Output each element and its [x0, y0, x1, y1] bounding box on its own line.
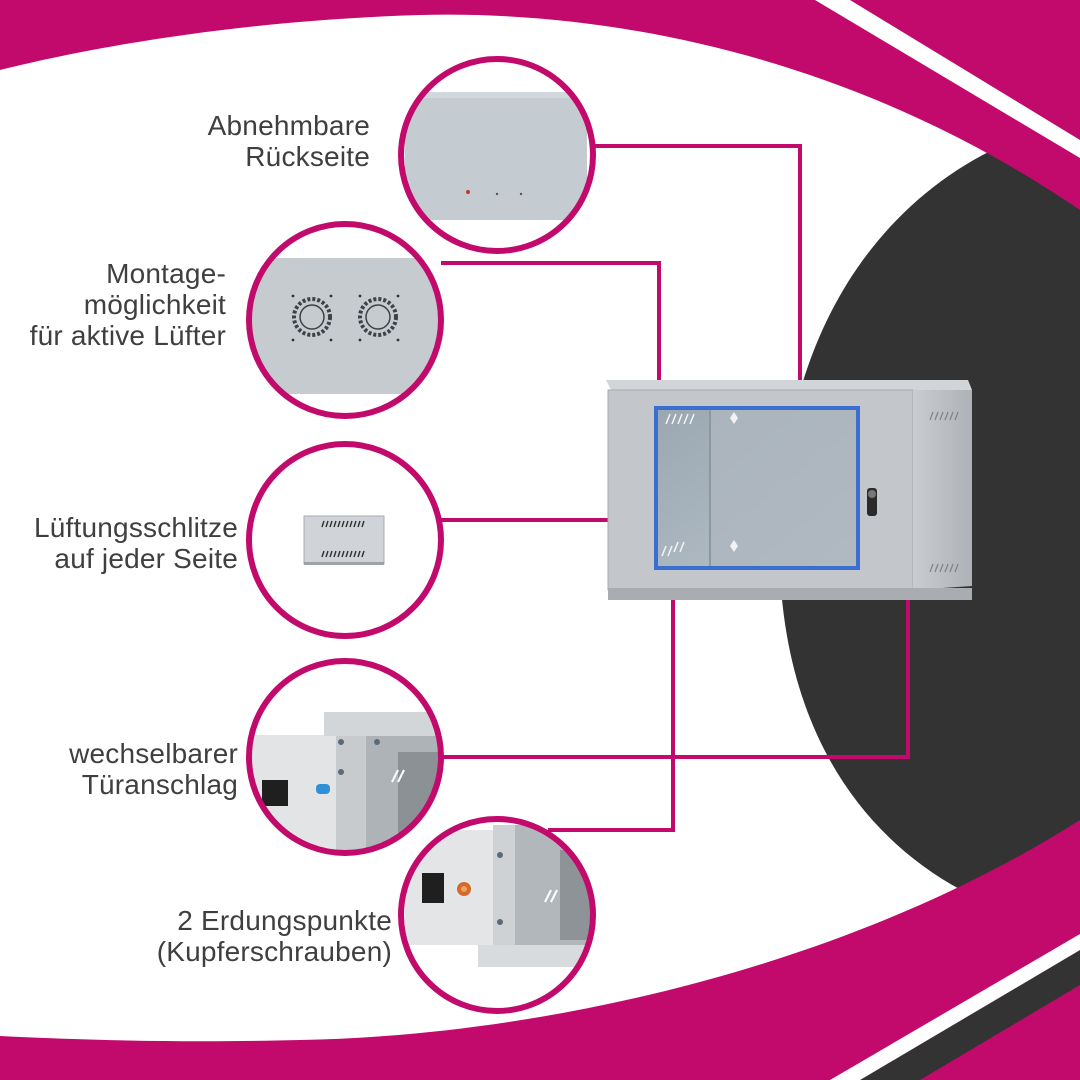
connector-door: [441, 580, 910, 759]
detail-circle-rear: [398, 56, 596, 254]
label-line: wechselbarer: [69, 738, 238, 769]
label-grounding: 2 Erdungspunkte (Kupferschrauben): [157, 905, 392, 967]
label-line: 2 Erdungspunkte: [177, 905, 392, 936]
grounding-door-image: [405, 830, 493, 945]
cabinet-base: [608, 588, 972, 600]
hanging-hole-bottom: [730, 540, 738, 552]
top-accent-band: [0, 0, 1080, 210]
fan-icon: [358, 297, 398, 337]
label-line: Rückseite: [245, 141, 370, 172]
bottom-white-stripe: [830, 934, 1080, 1080]
cabinet-top: [606, 380, 972, 392]
label-line: Abnehmbare: [207, 110, 370, 141]
fan-plate-image: [252, 258, 440, 394]
detail-circle-vents: [246, 441, 444, 639]
door-key: [868, 490, 876, 498]
connector-rear: [593, 144, 802, 395]
connector-ground: [548, 548, 675, 832]
label-line: Türanschlag: [81, 769, 238, 800]
label-line: auf jeder Seite: [54, 543, 238, 574]
top-white-stripe: [815, 0, 1080, 158]
label-fan-mount: Montage- möglichkeit für aktive Lüfter: [30, 258, 226, 351]
label-door-hinge: wechselbarer Türanschlag: [69, 738, 238, 800]
label-line: Montage-: [106, 258, 226, 289]
label-line: für aktive Lüfter: [29, 320, 226, 351]
label-line: (Kupferschrauben): [156, 936, 392, 967]
bottom-accent-band: [0, 820, 1080, 1080]
wall-cabinet-image: [606, 380, 972, 600]
fan-icon: [292, 297, 332, 337]
front-vent-slots: [661, 413, 695, 557]
hanging-hole-top: [730, 412, 738, 424]
door-latch: [262, 780, 288, 806]
side-vent-slots: [929, 411, 959, 573]
label-vent-slots: Lüftungsschlitze auf jeder Seite: [34, 512, 238, 574]
rear-panel-image: [405, 92, 587, 220]
cabinet-interior-back: [710, 410, 856, 566]
label-line: möglichkeit: [83, 289, 226, 320]
connector-fans: [441, 261, 661, 395]
detail-circle-fans: [246, 221, 444, 419]
detail-circle-ground: [398, 816, 596, 1014]
detail-circle-door: [246, 658, 444, 856]
cabinet-side-panel: [913, 390, 972, 590]
latch-block: [422, 873, 444, 903]
connector-lines: [441, 144, 910, 832]
label-line: Lüftungsschlitze: [34, 512, 238, 543]
side-panel-image: [303, 515, 385, 565]
label-removable-rear: Abnehmbare Rückseite: [208, 110, 370, 172]
